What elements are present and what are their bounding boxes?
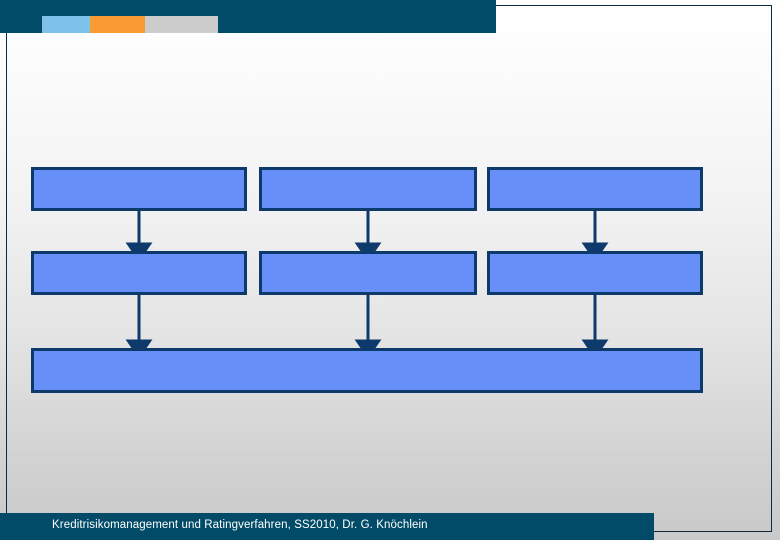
diagram-node-r1c1[interactable] — [31, 167, 247, 211]
accent-block-gray — [145, 16, 218, 33]
diagram-node-r2c1[interactable] — [31, 251, 247, 295]
footer-bar — [0, 513, 654, 540]
diagram-node-r2c2[interactable] — [259, 251, 477, 295]
header-bar — [0, 0, 496, 33]
accent-block-blue — [42, 16, 90, 33]
diagram-node-r1c2[interactable] — [259, 167, 477, 211]
diagram-node-r3-wide[interactable] — [31, 348, 703, 393]
diagram-node-r2c3[interactable] — [487, 251, 703, 295]
accent-block-orange — [90, 16, 145, 33]
footer-text: Kreditrisikomanagement und Ratingverfahr… — [52, 519, 428, 531]
diagram-node-r1c3[interactable] — [487, 167, 703, 211]
